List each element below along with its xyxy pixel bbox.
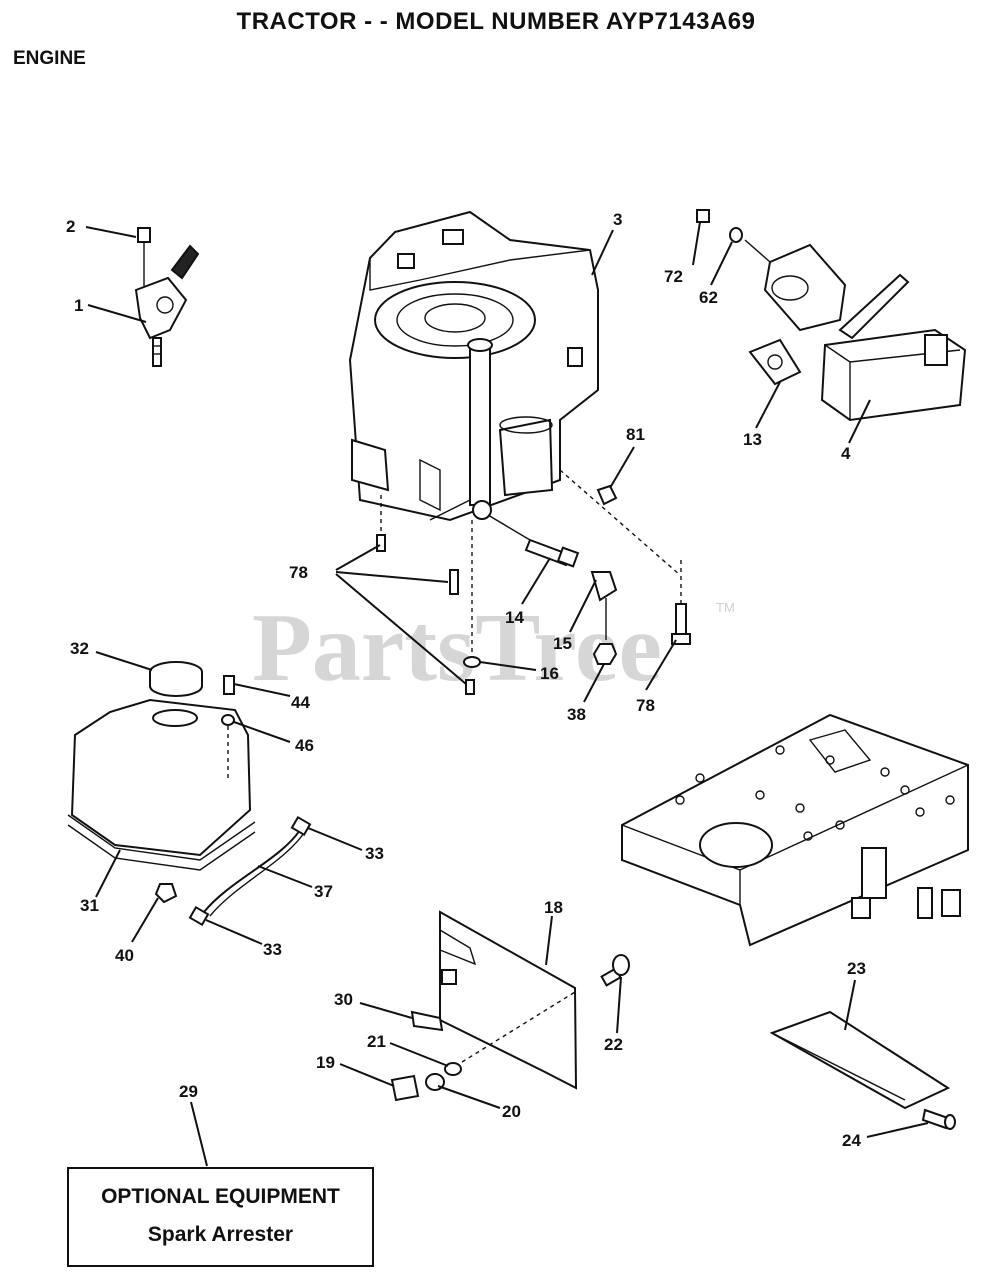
callout-numbers: 2 1 3 72 62 13 4 81 78 14 15 16 38 78 32… <box>66 210 866 1150</box>
callout-2: 2 <box>66 217 75 236</box>
callout-13: 13 <box>743 430 762 449</box>
callout-1: 1 <box>74 296 83 315</box>
engine-drawing <box>348 210 599 522</box>
callout-72: 72 <box>664 267 683 286</box>
callout-32: 32 <box>70 639 89 658</box>
fuel-tank-drawing <box>67 661 312 927</box>
optional-equipment-box: OPTIONAL EQUIPMENT Spark Arrester <box>67 1167 374 1267</box>
callout-33b: 33 <box>263 940 282 959</box>
callout-19: 19 <box>316 1053 335 1072</box>
callout-15: 15 <box>553 634 572 653</box>
callout-33a: 33 <box>365 844 384 863</box>
callout-24: 24 <box>842 1131 861 1150</box>
callout-22: 22 <box>604 1035 623 1054</box>
callout-37: 37 <box>314 882 333 901</box>
callout-4: 4 <box>841 444 851 463</box>
callout-21: 21 <box>367 1032 386 1051</box>
callout-38: 38 <box>567 705 586 724</box>
callout-62: 62 <box>699 288 718 307</box>
leader-lines <box>85 221 929 1167</box>
callout-23: 23 <box>847 959 866 978</box>
callout-16: 16 <box>540 664 559 683</box>
optional-equipment-title: OPTIONAL EQUIPMENT <box>101 1185 340 1208</box>
callout-29: 29 <box>179 1082 198 1101</box>
callout-31: 31 <box>80 896 99 915</box>
page-title: TRACTOR - - MODEL NUMBER AYP7143A69 <box>236 8 756 35</box>
callout-3: 3 <box>613 210 622 229</box>
callout-30: 30 <box>334 990 353 1009</box>
callout-46: 46 <box>295 736 314 755</box>
muffler-drawing <box>696 209 967 422</box>
callout-14: 14 <box>505 608 524 627</box>
throttle-control-drawing <box>134 227 200 367</box>
fuel-fittings-drawing <box>376 469 691 695</box>
section-label: ENGINE <box>13 48 86 69</box>
callout-78b: 78 <box>636 696 655 715</box>
optional-equipment-item: Spark Arrester <box>147 1223 294 1246</box>
callout-40: 40 <box>115 946 134 965</box>
heat-shield-drawing <box>390 910 630 1102</box>
watermark-trademark: TM <box>716 600 735 615</box>
callout-18: 18 <box>544 898 563 917</box>
callout-81: 81 <box>626 425 645 444</box>
callout-44: 44 <box>291 693 310 712</box>
callout-20: 20 <box>502 1102 521 1121</box>
frame-drawing <box>621 713 969 947</box>
callout-78a: 78 <box>289 563 308 582</box>
cover-plate-drawing <box>769 1010 956 1130</box>
